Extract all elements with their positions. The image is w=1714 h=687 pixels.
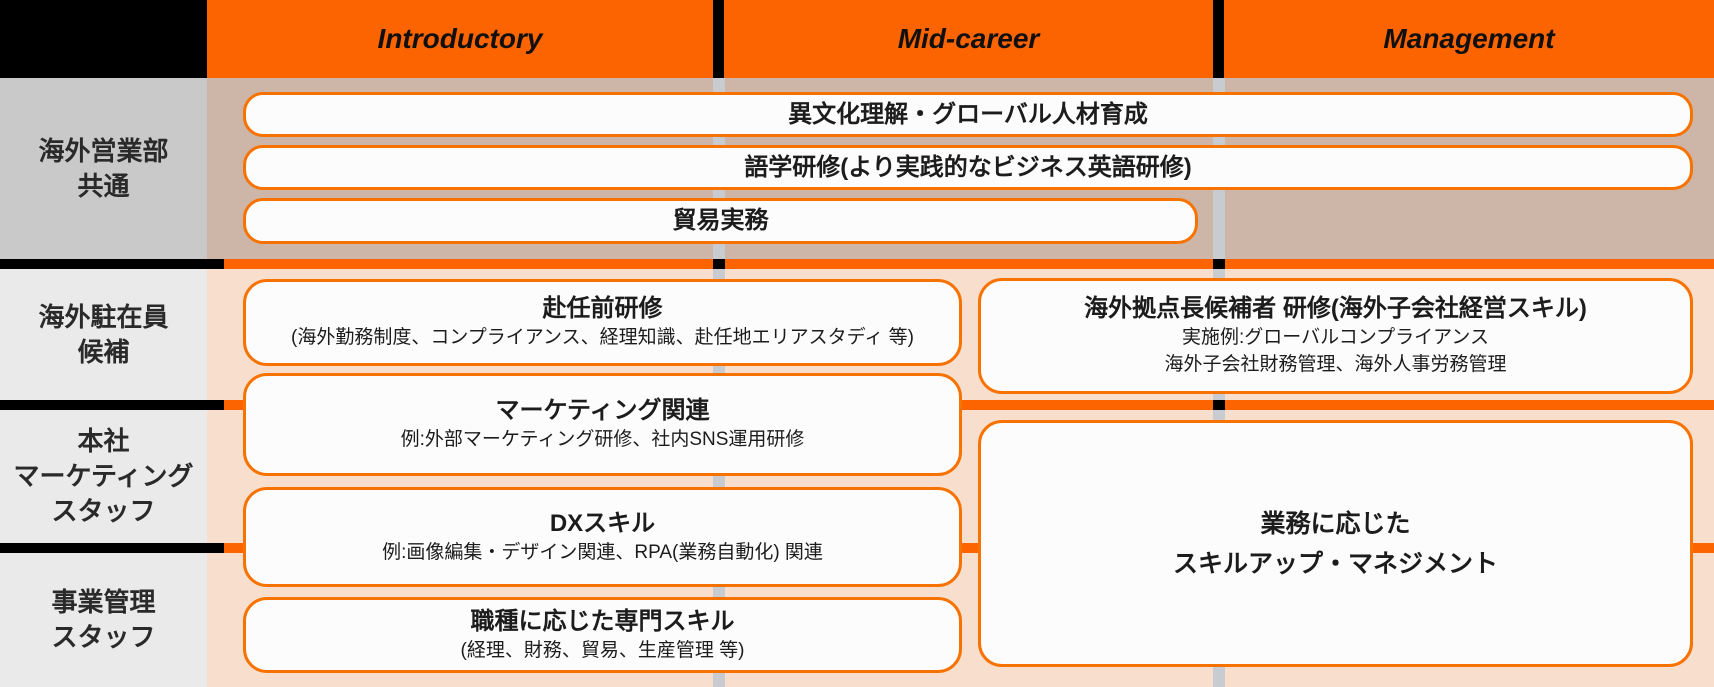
row-label-line: 海外駐在員 [38, 301, 169, 332]
box-title: DXスキル [549, 509, 656, 537]
box-marketing-related: マーケティング関連 例:外部マーケティング研修、社内SNS運用研修 [243, 373, 962, 476]
header-label-management: Management [1383, 23, 1555, 54]
box-subtext: 海外子会社財務管理、海外人事労務管理 [1164, 354, 1507, 375]
row-separator-orange-3 [224, 543, 1714, 553]
box-title: 語学研修(より実践的なビジネス英語研修) [744, 153, 1192, 181]
row-label-expatriate-candidates: 海外駐在員 候補 [0, 269, 207, 400]
row-separator-black-3 [0, 543, 224, 553]
row-label-line: 共通 [77, 170, 130, 201]
separator-divider-intersection [1213, 259, 1225, 269]
header-row [207, 0, 1714, 78]
box-language-training: 語学研修(より実践的なビジネス英語研修) [243, 145, 1693, 190]
row-label-business-admin-staff: 事業管理 スタッフ [0, 553, 207, 687]
row-separator-orange-1 [224, 259, 1714, 269]
row-separator-orange-2 [224, 400, 1714, 410]
row-label-overseas-sales-common: 海外営業部 共通 [0, 78, 207, 259]
box-title: 海外拠点長候補者 研修(海外子会社経営スキル) [1084, 295, 1587, 322]
row-separator-black-1 [0, 259, 224, 269]
box-title: 異文化理解・グローバル人材育成 [788, 100, 1148, 128]
box-cross-cultural-global-talent: 異文化理解・グローバル人材育成 [243, 92, 1693, 137]
box-title: 赴任前研修 [542, 295, 663, 322]
header-divider-1 [713, 0, 724, 78]
header-cell-introductory: Introductory [207, 0, 713, 78]
row-label-line: 海外営業部 [38, 135, 169, 166]
row-label-line: スタッフ [51, 622, 156, 652]
box-specialized-skills-by-role: 職種に応じた専門スキル (経理、財務、貿易、生産管理 等) [243, 597, 962, 673]
row-label-line: 本社 [77, 426, 130, 456]
separator-divider-intersection [1213, 400, 1225, 410]
row-label-hq-marketing-staff: 本社 マーケティング スタッフ [0, 410, 207, 543]
box-overseas-site-manager-candidate-training: 海外拠点長候補者 研修(海外子会社経営スキル) 実施例:グローバルコンプライアン… [978, 278, 1693, 394]
header-corner-cell [0, 0, 207, 78]
row-label-line: 事業管理 [51, 587, 156, 617]
box-skill-up-management-by-duties: 業務に応じた スキルアップ・マネジメント [978, 420, 1693, 667]
box-trade-practice: 貿易実務 [243, 198, 1198, 244]
header-label-mid-career: Mid-career [897, 23, 1040, 54]
box-subtext: (経理、財務、貿易、生産管理 等) [460, 639, 745, 661]
box-subtext: 実施例:グローバルコンプライアンス [1182, 327, 1489, 348]
row-label-line: スタッフ [51, 496, 156, 526]
header-divider-2 [1213, 0, 1224, 78]
row-label-line: 候補 [77, 336, 130, 367]
header-cell-mid-career: Mid-career [724, 0, 1213, 78]
row-separator-black-2 [0, 400, 224, 410]
header-label-introductory: Introductory [377, 23, 543, 54]
box-title-line: スキルアップ・マネジメント [1172, 549, 1498, 578]
row-label-line: マーケティング [13, 461, 194, 491]
box-pre-assignment-training: 赴任前研修 (海外勤務制度、コンプライアンス、経理知識、赴任地エリアスタディ 等… [243, 279, 962, 366]
box-subtext: (海外勤務制度、コンプライアンス、経理知識、赴任地エリアスタディ 等) [291, 327, 914, 348]
box-dx-skills: DXスキル 例:画像編集・デザイン関連、RPA(業務自動化) 関連 [243, 487, 962, 587]
header-cell-management: Management [1224, 0, 1714, 78]
box-title: 貿易実務 [672, 207, 769, 234]
box-subtext: 例:画像編集・デザイン関連、RPA(業務自動化) 関連 [382, 541, 823, 563]
box-title-line: 業務に応じた [1260, 509, 1411, 538]
box-subtext: 例:外部マーケティング研修、社内SNS運用研修 [400, 429, 805, 450]
separator-divider-intersection [713, 259, 725, 269]
box-title: マーケティング関連 [495, 397, 710, 424]
box-title: 職種に応じた専門スキル [470, 607, 735, 635]
